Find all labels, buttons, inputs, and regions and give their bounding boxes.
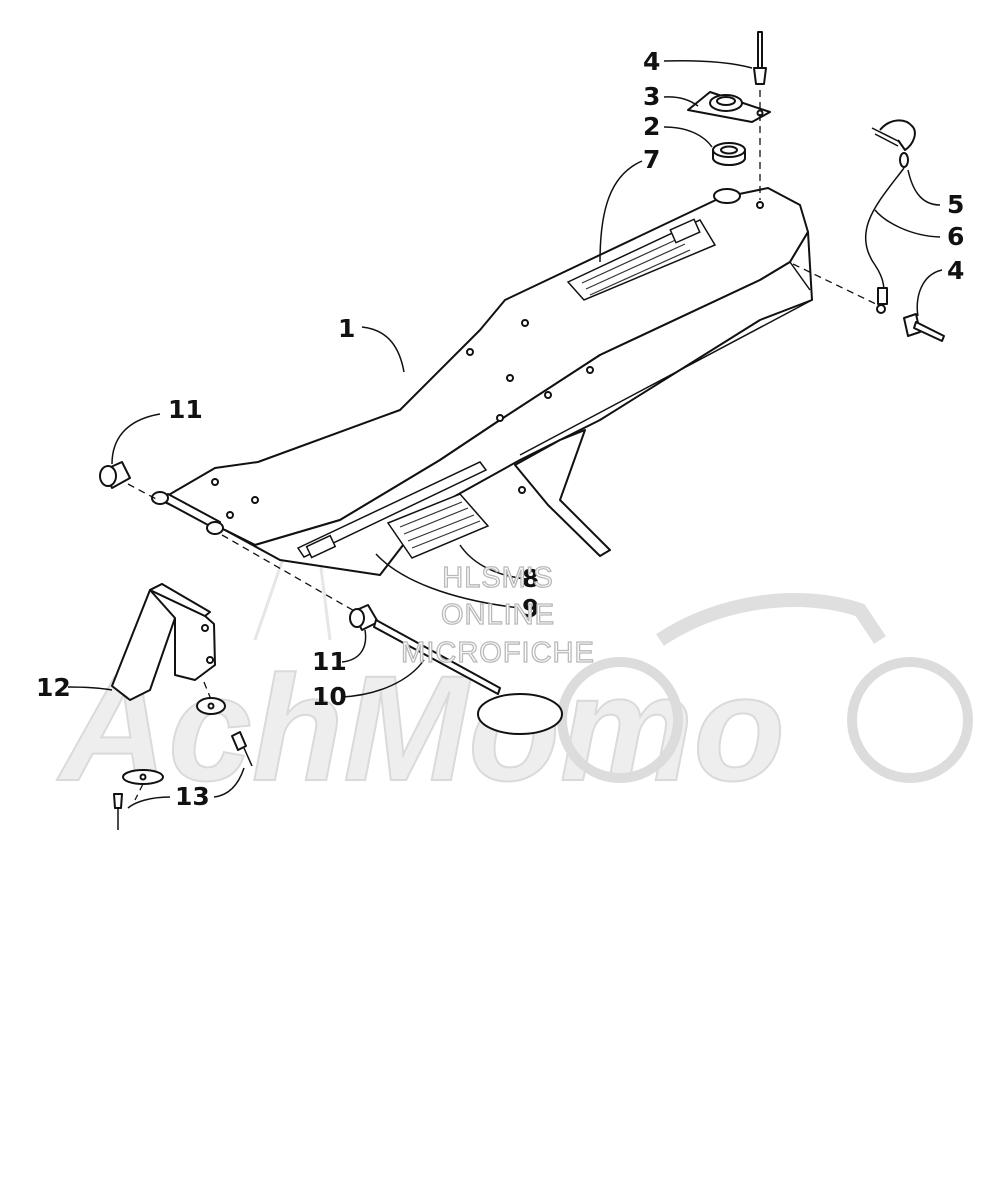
part-2-grommet (712, 142, 746, 166)
part-4-rivet-lower (792, 263, 945, 342)
watermark-text: HLSM'S ONLINE MICROFICHE (401, 561, 595, 669)
leader-lines (67, 60, 943, 809)
callout-labels: 1 2 3 4 5 6 4 7 8 9 10 11 11 12 13 (36, 47, 964, 811)
part-8-decal (386, 493, 490, 559)
leader-1 (361, 326, 405, 373)
callout-3: 3 (643, 82, 660, 111)
leader-6 (874, 209, 941, 238)
callout-1: 1 (338, 314, 355, 343)
leader-13 (127, 767, 245, 809)
watermark-line-3: MICROFICHE (401, 637, 595, 669)
watermark-wheel-rear (847, 657, 973, 783)
watermark-wheel-front (557, 657, 683, 783)
tunnel-lower-edge (519, 261, 813, 456)
part-12-bracket (111, 583, 216, 703)
leader-3 (663, 96, 699, 107)
part-4-rivet-upper (753, 31, 767, 200)
leader-4b (916, 269, 943, 317)
callout-8: 8 (522, 564, 539, 593)
callout-4-lower: 4 (947, 256, 964, 285)
part-11-bushing-left (99, 461, 159, 501)
part-3-plate (687, 91, 771, 123)
watermark-bike-body (656, 593, 886, 646)
callout-2: 2 (643, 112, 660, 141)
leader-11b (341, 629, 367, 663)
tunnel-rivets (211, 201, 764, 519)
leader-5 (907, 169, 941, 206)
callout-12: 12 (36, 673, 71, 702)
leader-2 (663, 126, 713, 148)
callout-6: 6 (947, 222, 964, 251)
tunnel-rear-flap (514, 429, 611, 557)
part-13-fasteners (113, 697, 253, 830)
leader-7 (599, 160, 643, 263)
part-5-clip (871, 119, 916, 168)
tunnel-grommet-hole (713, 188, 741, 204)
leader-10 (341, 659, 425, 698)
callout-11-left: 11 (168, 395, 203, 424)
leader-4a (663, 60, 753, 69)
callout-13: 13 (175, 782, 210, 811)
part-11-bushing-lower (349, 604, 379, 631)
callout-9: 9 (522, 594, 539, 623)
watermark-line-1: HLSM'S (442, 562, 553, 594)
callout-5: 5 (947, 190, 964, 219)
leader-9 (375, 553, 521, 609)
part-9-decal (296, 461, 488, 559)
callout-4-upper: 4 (643, 47, 660, 76)
callout-11-lower: 11 (312, 647, 347, 676)
watermark-line-2: ONLINE (441, 599, 555, 631)
leader-12 (67, 686, 113, 691)
leader-11a (111, 413, 161, 465)
part-6-cord (864, 167, 905, 314)
part-10-rod (221, 534, 563, 735)
leader-8 (459, 544, 527, 580)
callout-10: 10 (312, 682, 347, 711)
part-7-decal (566, 218, 717, 301)
callout-7: 7 (643, 145, 660, 174)
